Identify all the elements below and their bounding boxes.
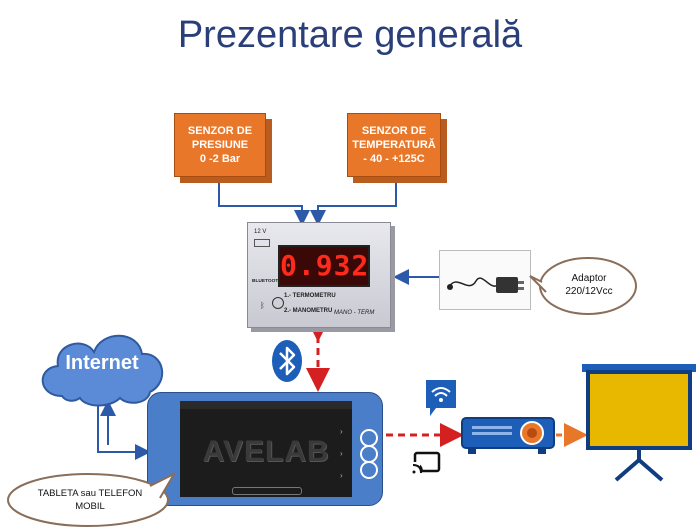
bluetooth-small-icon: ᛒ <box>260 301 265 310</box>
mode-manometer-label: 2.- MANOMETRU <box>284 308 333 314</box>
app-side-arrows: ››› <box>340 427 343 480</box>
page-title: Prezentare generală <box>177 14 523 56</box>
mode-thermometer-label: 1.- TERMOMETRU <box>284 293 336 299</box>
projector-icon <box>461 417 555 454</box>
temperature-sensor-box: SENZOR DE TEMPERATURĂ - 40 - +125C <box>347 113 441 177</box>
pressure-sensor-line2: PRESIUNE <box>191 139 249 151</box>
internet-cloud-icon <box>41 334 164 407</box>
tablet-device: AVELAB ››› <box>147 392 383 506</box>
internet-tablet-arrows <box>97 400 151 460</box>
temperature-sensor-line2: TEMPERATURĂ <box>352 139 436 151</box>
voltage-label: 12 V <box>254 229 267 235</box>
adaptor-label: Adaptor 220/12Vcc <box>548 272 630 298</box>
bluetooth-icon <box>272 340 302 382</box>
temperature-sensor-line1: SENZOR DE <box>361 125 427 137</box>
pressure-sensor-line1: SENZOR DE <box>187 125 253 137</box>
tablet-callout-bubble <box>7 471 177 527</box>
tablet-screen: AVELAB ››› <box>180 401 352 497</box>
avelab-logo: AVELAB <box>202 435 330 468</box>
pressure-sensor-box: SENZOR DE PRESIUNE 0 -2 Bar <box>174 113 266 177</box>
sensor-to-device-arrows <box>218 182 397 226</box>
mano-term-device: 12 V BLUETOOTH 0.932 ᛒ 1.- TERMOMETRU 2.… <box>247 222 391 328</box>
adaptor-label-line1: Adaptor <box>571 273 607 284</box>
projection-screen-icon <box>582 364 696 482</box>
pressure-sensor-line3: 0 -2 Bar <box>199 153 241 165</box>
wifi-icon <box>426 380 456 416</box>
brand-label: MANO - TERM <box>334 310 375 316</box>
internet-label: Internet <box>65 352 139 374</box>
device-logo-icon <box>254 239 270 247</box>
bluetooth-label: BLUETOOTH <box>252 279 282 284</box>
power-adapter-image <box>439 250 531 310</box>
tablet-label: TABLETA sau TELEFON MOBIL <box>20 487 160 513</box>
tablet-label-line1: TABLETA sau TELEFON <box>37 488 143 499</box>
tablet-button-3[interactable] <box>360 461 378 479</box>
temperature-sensor-line3: - 40 - +125C <box>363 153 425 165</box>
cast-icon <box>412 451 441 474</box>
power-adapter-icon <box>447 277 524 293</box>
app-status-bar <box>180 401 352 409</box>
tablet-label-line2: MOBIL <box>75 501 105 512</box>
adaptor-callout-bubble <box>529 257 637 315</box>
adaptor-label-line2: 220/12Vcc <box>565 286 613 297</box>
app-button[interactable] <box>232 487 302 495</box>
mode-switch-icon <box>272 297 284 309</box>
led-display: 0.932 <box>278 245 370 287</box>
